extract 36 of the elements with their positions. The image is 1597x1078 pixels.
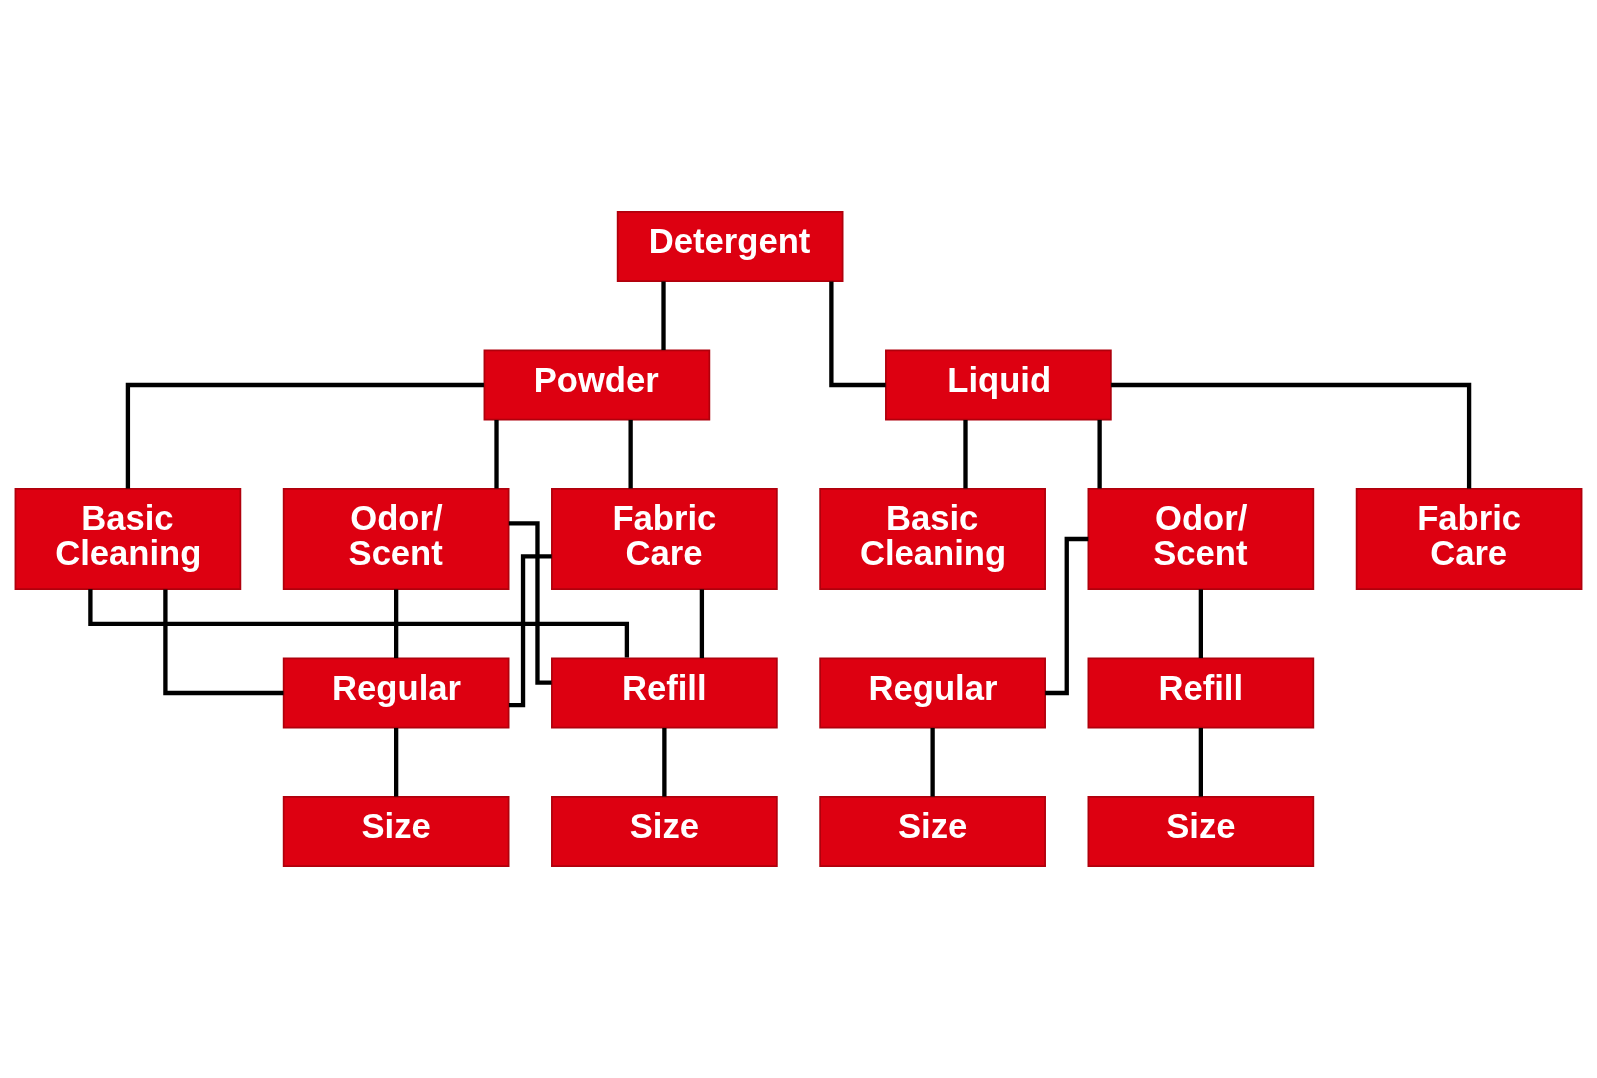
node-box: Basic Cleaning <box>14 487 242 591</box>
node-box: Fabric Care <box>551 487 778 591</box>
node-box: Size <box>282 796 510 867</box>
connector <box>88 589 630 658</box>
connector <box>1198 727 1204 797</box>
connector <box>661 281 666 351</box>
node-box: Size <box>551 796 778 867</box>
connector <box>1111 382 1472 489</box>
node-box: Liquid <box>885 349 1112 421</box>
connector <box>662 727 667 797</box>
node-box: Refill <box>1087 657 1315 729</box>
connector <box>1097 419 1102 489</box>
node-box: Regular <box>819 657 1046 729</box>
node-box: Odor/ Scent <box>282 487 510 591</box>
connector <box>699 589 705 659</box>
node-box: Size <box>1087 796 1315 867</box>
connector <box>963 419 968 489</box>
node-box: Size <box>819 796 1046 867</box>
node-box: Regular <box>282 657 510 729</box>
connector <box>494 419 499 489</box>
connector <box>1045 536 1089 696</box>
node-box: Powder <box>483 349 711 421</box>
node-box: Odor/ Scent <box>1087 487 1315 591</box>
connector <box>1198 589 1204 659</box>
connector <box>829 281 886 388</box>
connector <box>509 554 552 708</box>
connector <box>393 589 399 659</box>
connector <box>930 727 935 797</box>
node-box: Refill <box>551 657 778 729</box>
node-box: Basic Cleaning <box>819 487 1046 591</box>
connector <box>628 419 633 489</box>
connector <box>163 589 284 696</box>
node-box: Fabric Care <box>1355 487 1583 591</box>
connector <box>393 727 399 797</box>
node-box: Detergent <box>616 211 844 282</box>
connector <box>125 382 484 489</box>
